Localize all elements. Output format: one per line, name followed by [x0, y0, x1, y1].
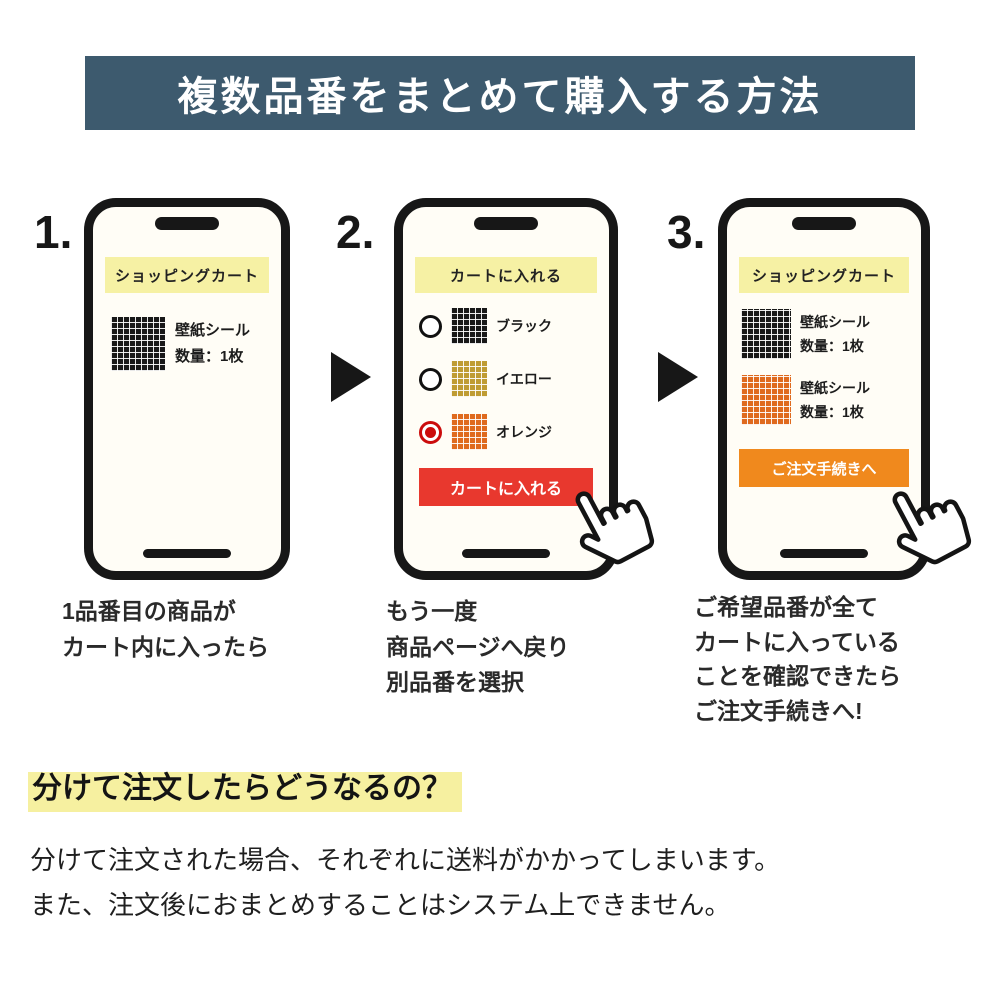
- cart-item-row: 壁紙シール 数量：1枚: [111, 317, 269, 371]
- phone-notch: [792, 217, 856, 230]
- step-2-caption: もう一度 商品ページへ戻り 別品番を選択: [386, 598, 570, 696]
- orange-grid-swatch: [451, 414, 487, 450]
- arrow-right-icon: [331, 352, 371, 402]
- step-1-number: 1.: [34, 206, 73, 258]
- hand-pointer-icon: [575, 484, 655, 565]
- step-2-number: 2.: [336, 206, 375, 258]
- radio-button-unselected: [419, 314, 442, 338]
- cart-item-row: 壁紙シール 数量：1枚: [741, 309, 911, 359]
- color-option-label: ブラック: [496, 318, 552, 334]
- phone-notch: [474, 217, 538, 230]
- black-grid-swatch: [111, 317, 165, 371]
- cart-title-bar: ショッピングカート: [739, 257, 909, 293]
- radio-button-unselected: [419, 367, 442, 391]
- step-1-caption: 1品番目の商品が カート内に入ったら: [62, 598, 269, 660]
- step-3-caption: ご希望品番が全て カートに入っている ことを確認できたら ご注文手続きへ!: [694, 594, 901, 724]
- cart-item-text: 壁紙シール 数量：1枚: [800, 379, 870, 421]
- page-title: 複数品番をまとめて購入する方法: [85, 56, 915, 130]
- phone-notch: [155, 217, 219, 230]
- orange-grid-swatch: [741, 375, 791, 425]
- phone-illustration-step2: カートに入れる ブラック イエロー オレンジ カートに入れる: [394, 198, 618, 580]
- yellow-grid-swatch: [451, 361, 487, 397]
- checkout-button: ご注文手続きへ: [739, 449, 909, 487]
- add-to-cart-title-bar: カートに入れる: [415, 257, 597, 293]
- color-option-row: ブラック: [419, 306, 599, 346]
- color-option-label: オレンジ: [496, 424, 552, 440]
- phone-illustration-step1: ショッピングカート 壁紙シール 数量：1枚: [84, 198, 290, 580]
- footer-heading: 分けて注文したらどうなるの？: [28, 763, 462, 812]
- footer-body-text: 分けて注文された場合、それぞれに送料がかかってしまいます。 また、注文後におまと…: [30, 845, 781, 920]
- arrow-right-icon: [658, 352, 698, 402]
- hand-pointer-icon: [892, 484, 972, 565]
- cart-item-text: 壁紙シール 数量：1枚: [175, 321, 251, 365]
- cart-title-bar: ショッピングカート: [105, 257, 269, 293]
- home-indicator: [462, 549, 550, 558]
- black-grid-swatch: [741, 309, 791, 359]
- color-option-row: オレンジ: [419, 412, 599, 452]
- cart-item-text: 壁紙シール 数量：1枚: [800, 313, 870, 355]
- cart-item-row: 壁紙シール 数量：1枚: [741, 375, 911, 425]
- home-indicator: [780, 549, 868, 558]
- step-3-number: 3.: [667, 206, 706, 258]
- color-option-row: イエロー: [419, 359, 599, 399]
- black-grid-swatch: [451, 308, 487, 344]
- color-option-label: イエロー: [496, 371, 552, 387]
- radio-button-selected: [419, 420, 442, 444]
- add-to-cart-button: カートに入れる: [419, 468, 593, 506]
- home-indicator: [143, 549, 231, 558]
- phone-illustration-step3: ショッピングカート 壁紙シール 数量：1枚 壁紙シール 数量：1枚 ご注文手続き…: [718, 198, 930, 580]
